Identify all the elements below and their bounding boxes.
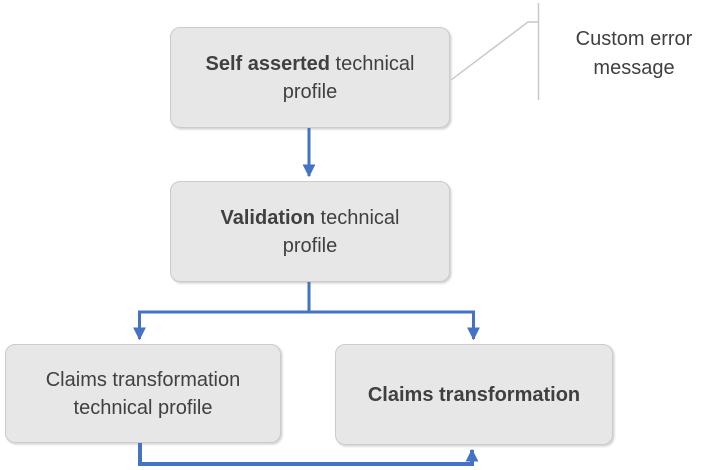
node-label: Self asserted technical profile (187, 50, 433, 106)
node-claims-transformation-technical-profile: Claims transformation technical profile (5, 344, 281, 443)
node-label: Claims transformation technical profile (26, 366, 260, 422)
node-claims-transformation: Claims transformation (335, 344, 613, 445)
node-label-rest: technical profile (282, 206, 400, 257)
node-label-bold: Self asserted (205, 52, 330, 75)
callout-custom-error-message: Custom error message (575, 28, 693, 79)
connector-claims-tp-to-claims-transformation (138, 443, 479, 466)
callout-leader-line (450, 21, 538, 81)
node-label-rest: technical profile (282, 52, 415, 103)
node-label: Validation technical profile (207, 204, 413, 260)
node-self-asserted-technical-profile: Self asserted technical profile (170, 27, 450, 128)
node-label-bold: Validation (220, 206, 315, 229)
connector-validation-to-claims-transformation-tp (133, 310, 311, 341)
node-validation-technical-profile: Validation technical profile (170, 181, 450, 282)
node-label-bold: Claims transformation (367, 383, 581, 406)
node-label-rest: Claims transformation technical profile (45, 368, 241, 419)
connector-validation-to-claims-transformation (307, 310, 480, 341)
node-label: Claims transformation (368, 381, 580, 409)
